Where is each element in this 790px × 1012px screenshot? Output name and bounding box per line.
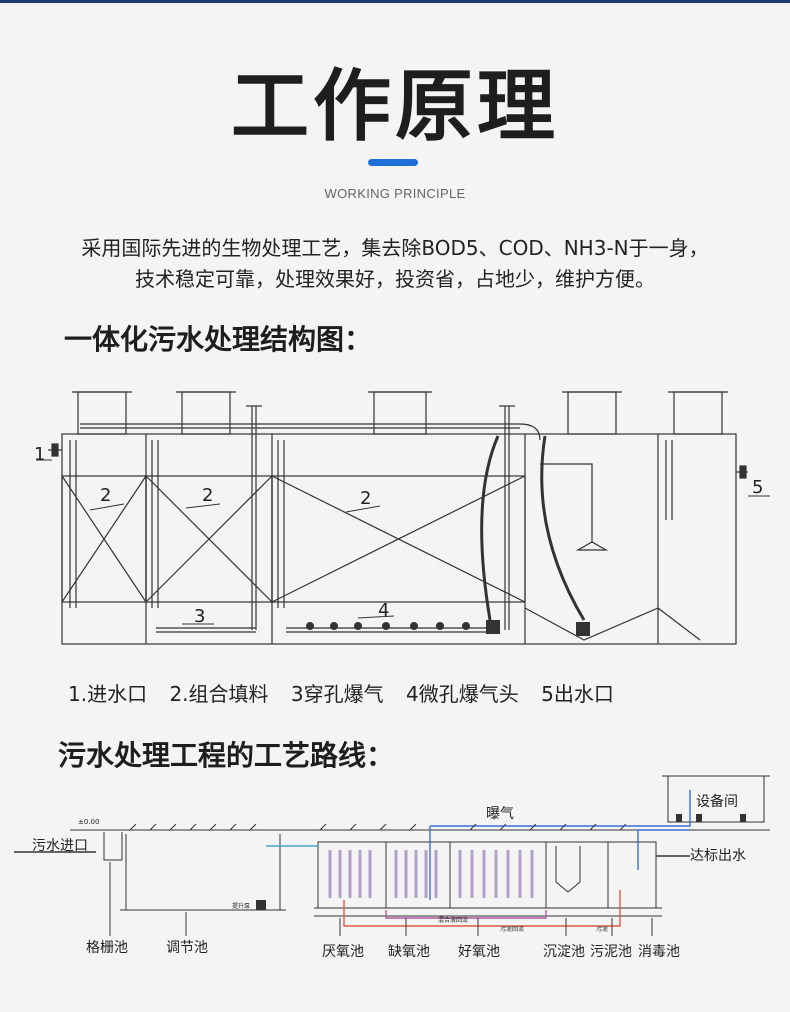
inlet-label: 污水进口: [32, 838, 88, 854]
legend-item: 5出水口: [541, 682, 614, 706]
intro-line-2: 技术稳定可靠，处理效果好，投资省，占地少，维护方便。: [135, 267, 655, 291]
structure-legend: 1.进水口 2.组合填料 3穿孔爆气 4微孔爆气头 5出水口: [68, 678, 630, 707]
legend-item: 1.进水口: [68, 682, 148, 706]
marker-2a: 2: [100, 485, 111, 506]
tank-label-anaerobic: 厌氧池: [322, 944, 364, 960]
title-underline: [368, 159, 418, 166]
structure-diagram: 1 2 2 2 3 4 5: [34, 391, 770, 645]
sludge-label: 污泥: [596, 925, 608, 933]
tank-label-sludge: 污泥池: [590, 944, 632, 960]
legend-item: 2.组合填料: [169, 682, 269, 706]
process-diagram: ±0.00 污水进口 曝气 设备间 达标出水 提升泵 混合液回流 污泥回流 污泥…: [14, 775, 770, 960]
page-title: 工作原理: [230, 62, 559, 152]
aeration-label: 曝气: [486, 806, 514, 822]
level-mark: ±0.00: [78, 818, 99, 826]
marker-2b: 2: [202, 485, 213, 506]
intro-line-1: 采用国际先进的生物处理工艺，集去除BOD5、COD、NH3-N于一身，: [81, 236, 709, 260]
marker-4: 4: [378, 600, 389, 621]
structure-heading: 一体化污水处理结构图：: [64, 323, 373, 356]
sludge-return-label: 污泥回流: [500, 925, 524, 933]
tank-label-grating: 格栅池: [86, 940, 128, 956]
mixed-return-label: 混合液回流: [438, 916, 468, 924]
page-subtitle: WORKING PRINCIPLE: [324, 186, 466, 201]
tank-label-disinfection: 消毒池: [638, 944, 680, 960]
tank-label-settling: 沉淀池: [543, 944, 585, 960]
legend-item: 4微孔爆气头: [406, 682, 519, 706]
marker-1: 1: [34, 444, 45, 465]
outlet-label: 达标出水: [690, 848, 746, 864]
legend-item: 3穿孔爆气: [290, 682, 384, 706]
pump-label: 提升泵: [232, 902, 250, 910]
tank-label-anoxic: 缺氧池: [388, 944, 430, 960]
process-heading: 污水处理工程的工艺路线：: [58, 739, 395, 772]
marker-2c: 2: [360, 488, 371, 509]
tank-label-aerobic: 好氧池: [458, 944, 500, 960]
marker-5: 5: [752, 477, 763, 498]
equipment-room-label: 设备间: [696, 793, 738, 810]
top-accent-bar: [0, 0, 790, 3]
marker-3: 3: [194, 606, 205, 627]
tank-label-regulating: 调节池: [166, 940, 208, 956]
